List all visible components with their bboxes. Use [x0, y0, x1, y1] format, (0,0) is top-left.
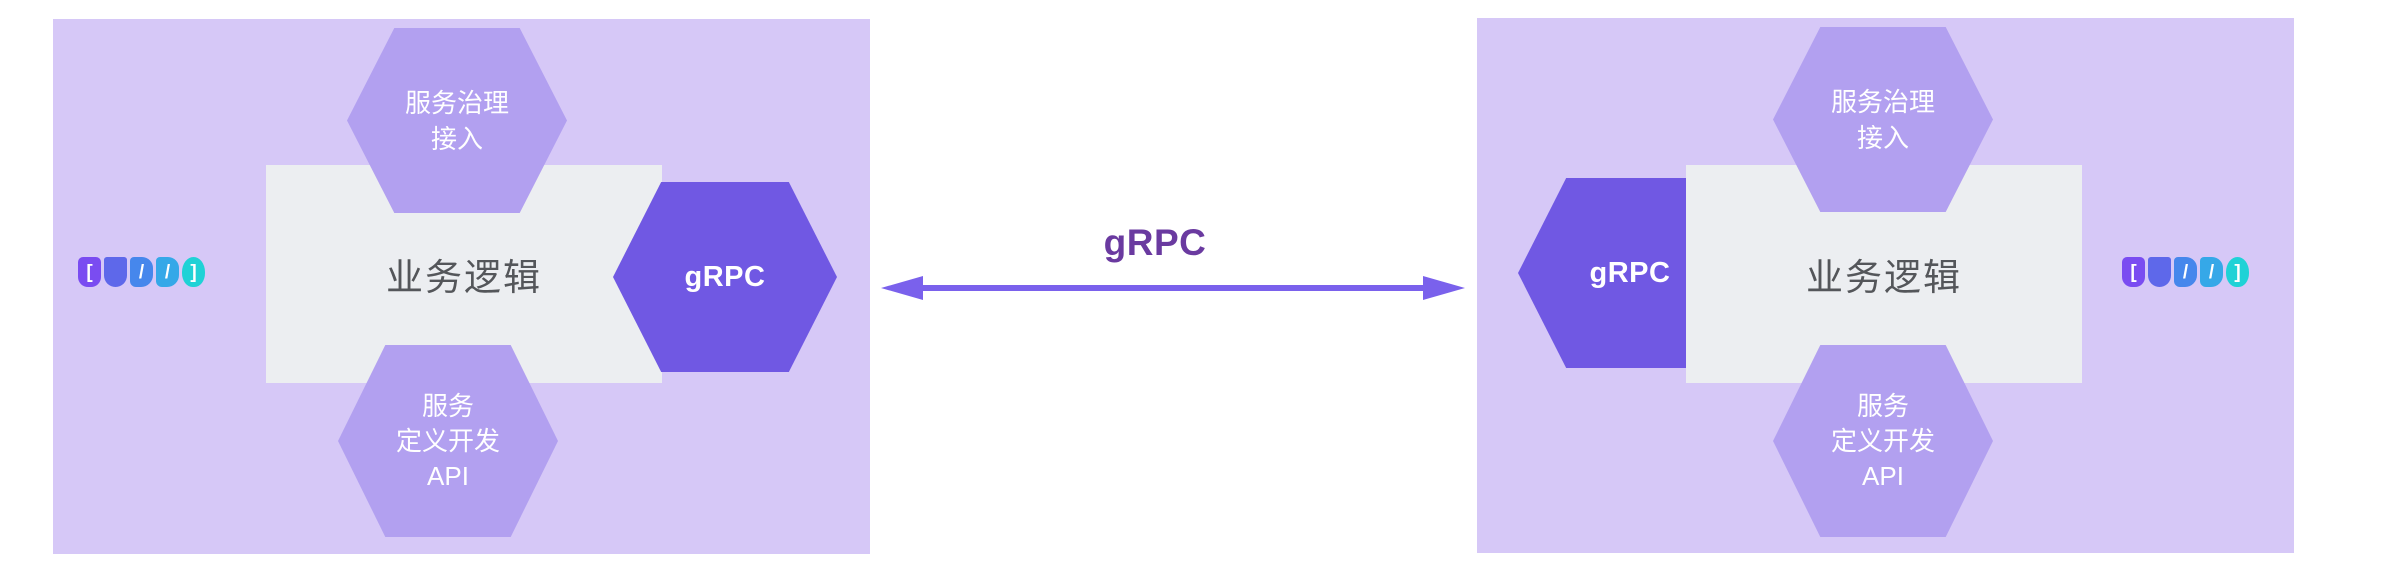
dubbo-logo-letter-glyph	[2148, 257, 2171, 287]
dubbo-logo-letter-glyph: /	[164, 261, 171, 283]
business-logic-label: 业务逻辑	[386, 257, 542, 298]
governance-hexagon-line1: 服务治理	[404, 87, 509, 118]
grpc-hexagon: gRPC	[613, 182, 837, 372]
api-hexagon-line2: 定义开发	[1830, 425, 1935, 456]
dubbo-logo: [ / /]	[78, 257, 205, 287]
dubbo-logo-letter: /	[2200, 257, 2223, 287]
dubbo-app-box-left: [ / /] 业务逻辑 服务治理 接入 服务 定义开发 API gRPC	[53, 19, 870, 554]
governance-hexagon-line2: 接入	[430, 123, 483, 154]
api-hexagon-line1: 服务	[1856, 390, 1909, 421]
api-hexagon-line1: 服务	[421, 390, 474, 421]
api-hexagon-line3: API	[1862, 460, 1904, 491]
api-hexagon-line2: 定义开发	[395, 425, 500, 456]
governance-hexagon-line1: 服务治理	[1830, 86, 1935, 117]
business-logic-label: 业务逻辑	[1806, 257, 1962, 298]
dubbo-logo-letter-glyph: /	[138, 261, 145, 283]
dubbo-logo-letter	[2148, 257, 2171, 287]
dubbo-app-box-right: gRPC 业务逻辑 服务治理 接入 服务 定义开发 API [ / /]	[1477, 18, 2294, 553]
dubbo-logo-letter: [	[78, 257, 101, 287]
grpc-hexagon-label: gRPC	[1589, 256, 1671, 289]
governance-hexagon: 服务治理 接入	[347, 28, 567, 213]
dubbo-logo-letter-glyph: [	[86, 261, 93, 283]
api-hexagon-line3: API	[427, 460, 469, 491]
dubbo-logo: [ / /]	[2122, 257, 2249, 287]
dubbo-logo-letter: ]	[182, 257, 205, 287]
grpc-connection-label: gRPC	[1103, 222, 1207, 263]
grpc-hexagon-label: gRPC	[684, 260, 766, 293]
dubbo-logo-letter-glyph: /	[2182, 261, 2189, 283]
governance-hexagon-line2: 接入	[1856, 122, 1909, 153]
dubbo-logo-letter	[104, 257, 127, 287]
governance-hexagon: 服务治理 接入	[1773, 27, 1993, 212]
dubbo-logo-letter: /	[130, 257, 153, 287]
dubbo-logo-letter-glyph: [	[2130, 261, 2137, 283]
grpc-connection-arrow	[881, 276, 1465, 300]
dubbo-logo-letter-glyph: ]	[2234, 261, 2241, 283]
api-hexagon: 服务 定义开发 API	[1773, 345, 1993, 537]
dubbo-logo-letter-glyph: ]	[190, 261, 197, 283]
dubbo-logo-letter-glyph	[104, 257, 127, 287]
api-hexagon: 服务 定义开发 API	[338, 345, 558, 537]
dubbo-logo-letter: /	[156, 257, 179, 287]
dubbo-logo-letter: [	[2122, 257, 2145, 287]
dubbo-logo-letter-glyph: /	[2208, 261, 2215, 283]
dubbo-logo-letter: ]	[2226, 257, 2249, 287]
dubbo-logo-letter: /	[2174, 257, 2197, 287]
